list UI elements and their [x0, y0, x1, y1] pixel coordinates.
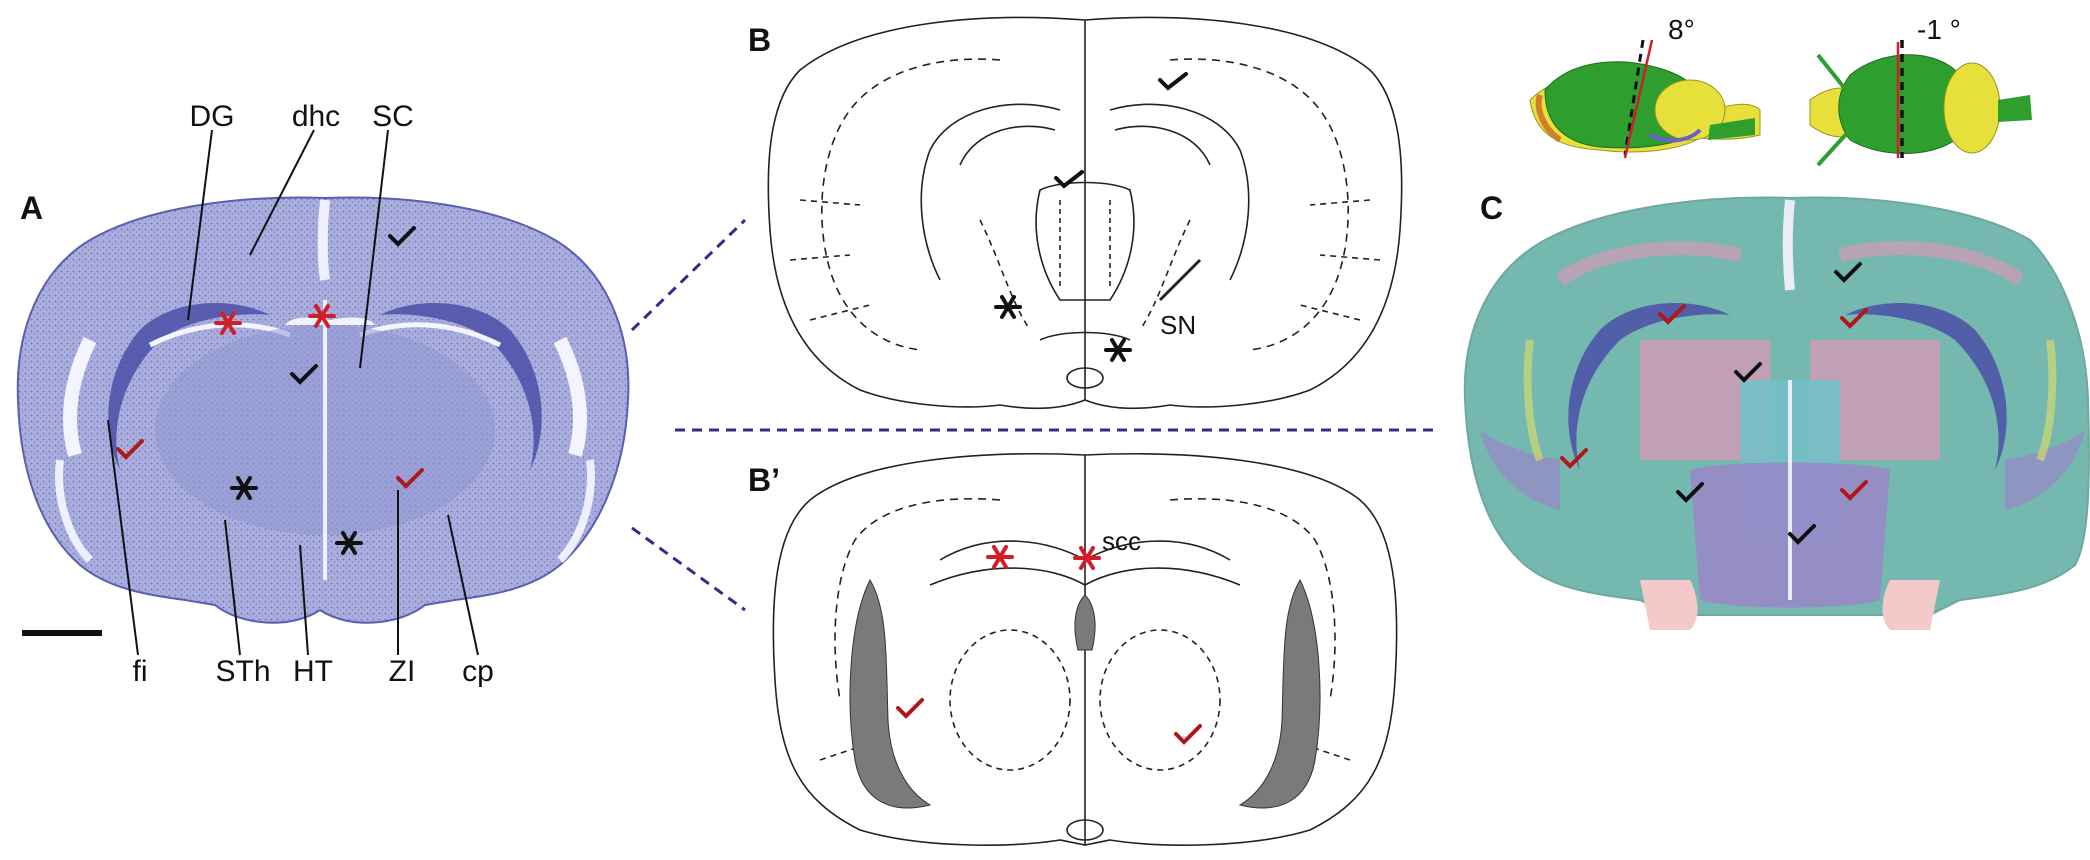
guide-lines [630, 218, 1438, 612]
red-checkmark-markers [116, 304, 1868, 745]
label-cp: cp [462, 655, 494, 688]
label-sth: STh [215, 655, 271, 688]
label-ht: HT [293, 655, 333, 688]
label-sn: SN [1160, 310, 1197, 340]
panel-c-section [1463, 196, 2090, 630]
label-zi: ZI [388, 655, 416, 688]
panel-label-b: B [748, 22, 772, 58]
panel-a-section [16, 129, 630, 656]
panel-label-c: C [1480, 190, 1504, 226]
panel-b-atlas [767, 16, 1403, 410]
panel-a-hippocampus-right [380, 303, 542, 470]
label-dg: DG [189, 100, 235, 133]
angle-label-left: 8° [1668, 14, 1695, 45]
brain-model-side [1529, 39, 1761, 159]
red-asterisk-markers [214, 304, 1101, 570]
brain-model-top [1809, 40, 2032, 167]
label-fi: fi [132, 655, 148, 688]
label-dhc: dhc [291, 100, 341, 133]
panel-b-prime-ventricles [849, 578, 1321, 809]
panel-a-leader-lines [107, 129, 479, 656]
panel-label-b-prime: B’ [748, 462, 780, 498]
angle-label-right: -1 ° [1917, 14, 1961, 45]
label-sc: SC [372, 100, 414, 133]
black-checkmark-markers [290, 72, 1862, 545]
black-asterisk-markers [230, 295, 1132, 555]
panel-a-hippocampus-left [108, 303, 270, 470]
label-scc: scc [1102, 526, 1141, 556]
panel-label-a: A [20, 190, 44, 226]
